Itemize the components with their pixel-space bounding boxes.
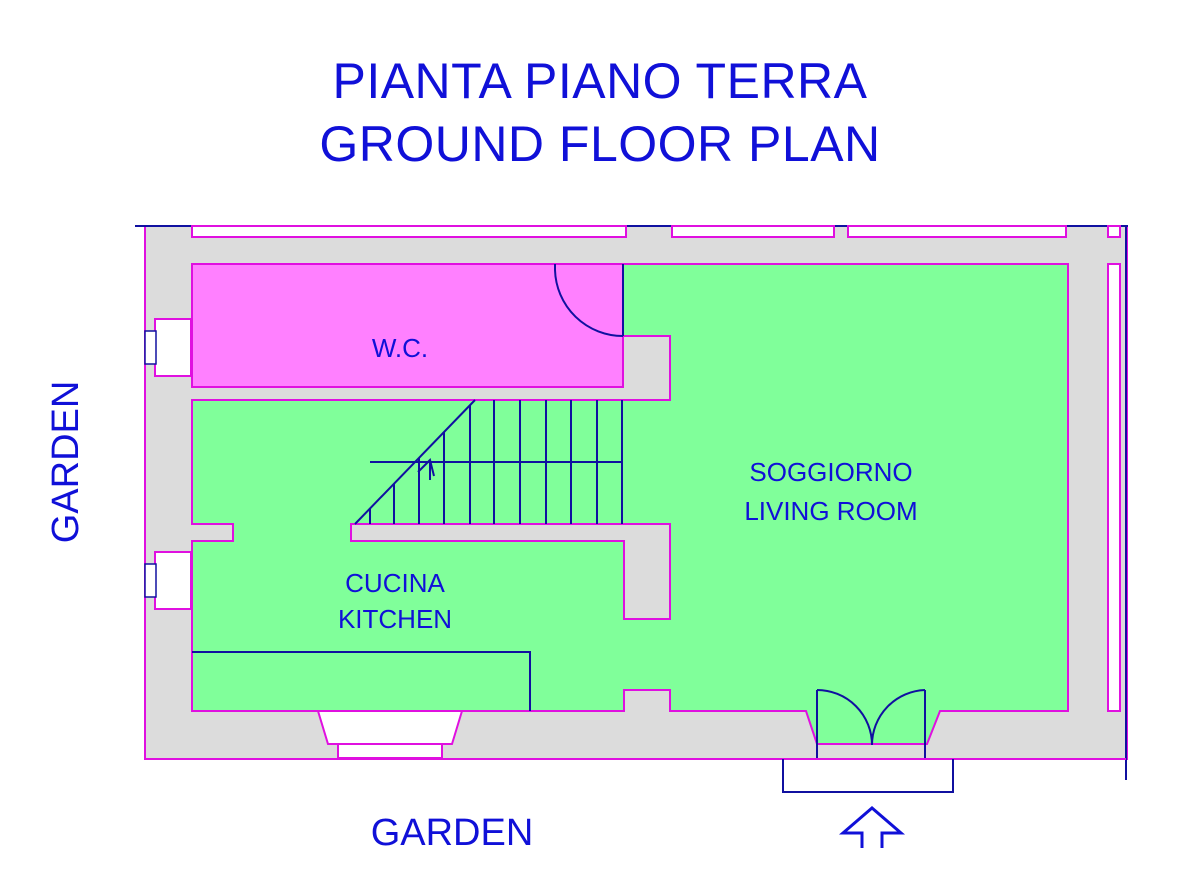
staircase xyxy=(354,399,623,525)
window-top-3 xyxy=(847,225,1067,238)
stair-wall xyxy=(350,523,671,620)
room-label-kitchen-en: KITCHEN xyxy=(338,604,452,634)
window-left-top xyxy=(154,318,192,377)
wc-door-swing xyxy=(554,264,624,337)
room-label-wc: W.C. xyxy=(372,333,428,363)
window-right xyxy=(1107,263,1121,712)
window-bottom-kitchen-sill xyxy=(337,743,443,759)
window-left-bottom xyxy=(154,551,192,610)
window-top-1 xyxy=(191,225,627,238)
entrance-step xyxy=(782,759,954,793)
window-left-top-sill xyxy=(144,330,157,365)
room-label-living-it: SOGGIORNO xyxy=(749,457,912,487)
up-arrow-icon xyxy=(838,806,906,848)
plan-title-italian: PIANTA PIANO TERRA xyxy=(332,53,868,109)
window-top-4 xyxy=(1107,225,1121,238)
living-kitchen-floor xyxy=(191,263,1069,745)
wc-room xyxy=(191,263,624,388)
entrance-door xyxy=(816,689,926,758)
garden-label-left: GARDEN xyxy=(45,381,87,544)
garden-label-bottom: GARDEN xyxy=(371,812,534,854)
room-label-living-en: LIVING ROOM xyxy=(744,496,917,526)
plan-title-english: GROUND FLOOR PLAN xyxy=(319,116,881,172)
window-bottom-kitchen xyxy=(316,710,464,745)
window-left-bottom-sill xyxy=(144,563,157,598)
window-top-2 xyxy=(671,225,835,238)
kitchen-counter xyxy=(192,651,531,711)
room-label-kitchen-it: CUCINA xyxy=(345,568,445,598)
